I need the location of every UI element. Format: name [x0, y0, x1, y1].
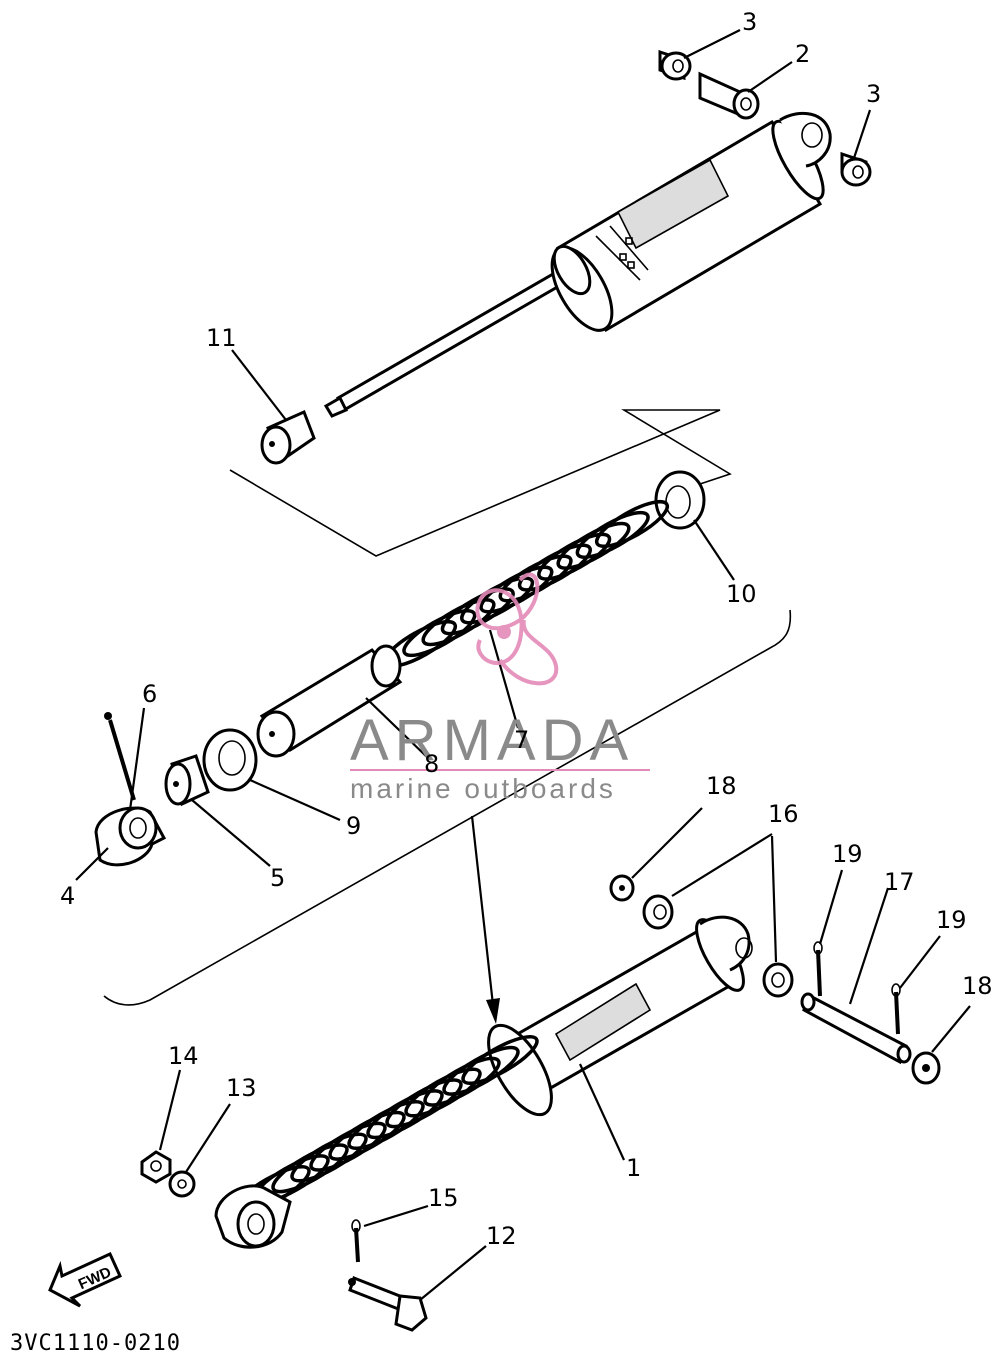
bolt-12 — [348, 1276, 428, 1332]
bushing-2 — [698, 71, 760, 120]
spring-coil — [498, 554, 573, 603]
callout-4: 4 — [60, 882, 75, 910]
leader-lines — [75, 29, 971, 1301]
callout-18-right: 18 — [962, 972, 993, 1000]
damper-body — [323, 111, 832, 418]
assembled-spring — [233, 1034, 539, 1216]
spring-coil — [461, 1034, 539, 1086]
collar-16-left — [642, 894, 674, 930]
spring-seat-10 — [654, 470, 706, 530]
spring-coil — [517, 543, 592, 592]
callout-8: 8 — [424, 750, 439, 778]
spring-coil — [347, 1099, 425, 1151]
callout-7: 7 — [514, 726, 529, 754]
lower-eye-assembled — [214, 1184, 292, 1249]
assembly-arrow — [470, 815, 500, 1024]
collar-16-right — [762, 962, 794, 998]
spring-coil — [290, 1132, 368, 1183]
shock-absorber-assembly-1 — [487, 915, 753, 1117]
spring-coil — [421, 598, 496, 647]
callout-19-right: 19 — [936, 906, 967, 934]
spring-coil — [479, 565, 554, 614]
lower-eye-4 — [94, 806, 167, 867]
armada-logo-icon — [475, 572, 559, 686]
callout-3-right: 3 — [866, 80, 881, 108]
spring-coil — [402, 609, 477, 658]
watermark-brand: ARMADA — [350, 708, 634, 773]
coil-spring-7 — [382, 499, 670, 669]
assembly-bracket-lower — [103, 609, 792, 1006]
cotter-pin-19-left — [813, 941, 823, 997]
cotter-pin-19-right — [891, 983, 901, 1035]
callout-2: 2 — [795, 40, 810, 68]
callout-17: 17 — [884, 868, 915, 896]
spring-coil — [556, 521, 631, 570]
callout-5: 5 — [270, 864, 285, 892]
spring-coil — [404, 1067, 482, 1118]
callout-6: 6 — [142, 680, 157, 708]
collar-5 — [164, 754, 210, 807]
callout-18-left: 18 — [706, 772, 737, 800]
callout-12: 12 — [486, 1222, 517, 1250]
spring-coil — [575, 510, 650, 559]
callout-9: 9 — [346, 812, 361, 840]
callout-16: 16 — [768, 800, 799, 828]
collar-3-right — [840, 151, 872, 187]
washer-9 — [202, 728, 258, 792]
callout-labels: 3 2 3 11 10 7 8 6 9 4 5 18 16 19 17 19 1… — [60, 8, 993, 1250]
callout-15: 15 — [428, 1184, 459, 1212]
callout-10: 10 — [726, 580, 757, 608]
bolt-6 — [104, 712, 136, 801]
callout-3-top: 3 — [742, 8, 757, 36]
callout-1: 1 — [626, 1154, 641, 1182]
forward-direction-arrow: FWD — [48, 1252, 122, 1308]
callout-13: 13 — [226, 1074, 257, 1102]
callout-14: 14 — [168, 1042, 199, 1070]
diagram-reference-code: 3VC1110-0210 — [10, 1331, 181, 1356]
pin-17 — [800, 992, 912, 1065]
spring-coil — [537, 532, 612, 581]
bump-stopper-11 — [260, 409, 316, 465]
nut-14 — [140, 1150, 172, 1184]
callout-19-left: 19 — [832, 840, 863, 868]
callout-11: 11 — [206, 324, 237, 352]
cotter-pin-15 — [351, 1219, 361, 1263]
washer-18-right — [911, 1051, 941, 1085]
armada-watermark: ARMADA marine outboards — [350, 572, 650, 804]
assembly-bracket-upper — [229, 409, 732, 557]
washer-18-left — [609, 874, 635, 902]
collar-3-top — [658, 49, 692, 81]
watermark-tagline: marine outboards — [350, 773, 616, 804]
sleeve-8 — [256, 644, 403, 758]
spring-coil — [594, 499, 670, 549]
washer-13 — [168, 1170, 196, 1198]
